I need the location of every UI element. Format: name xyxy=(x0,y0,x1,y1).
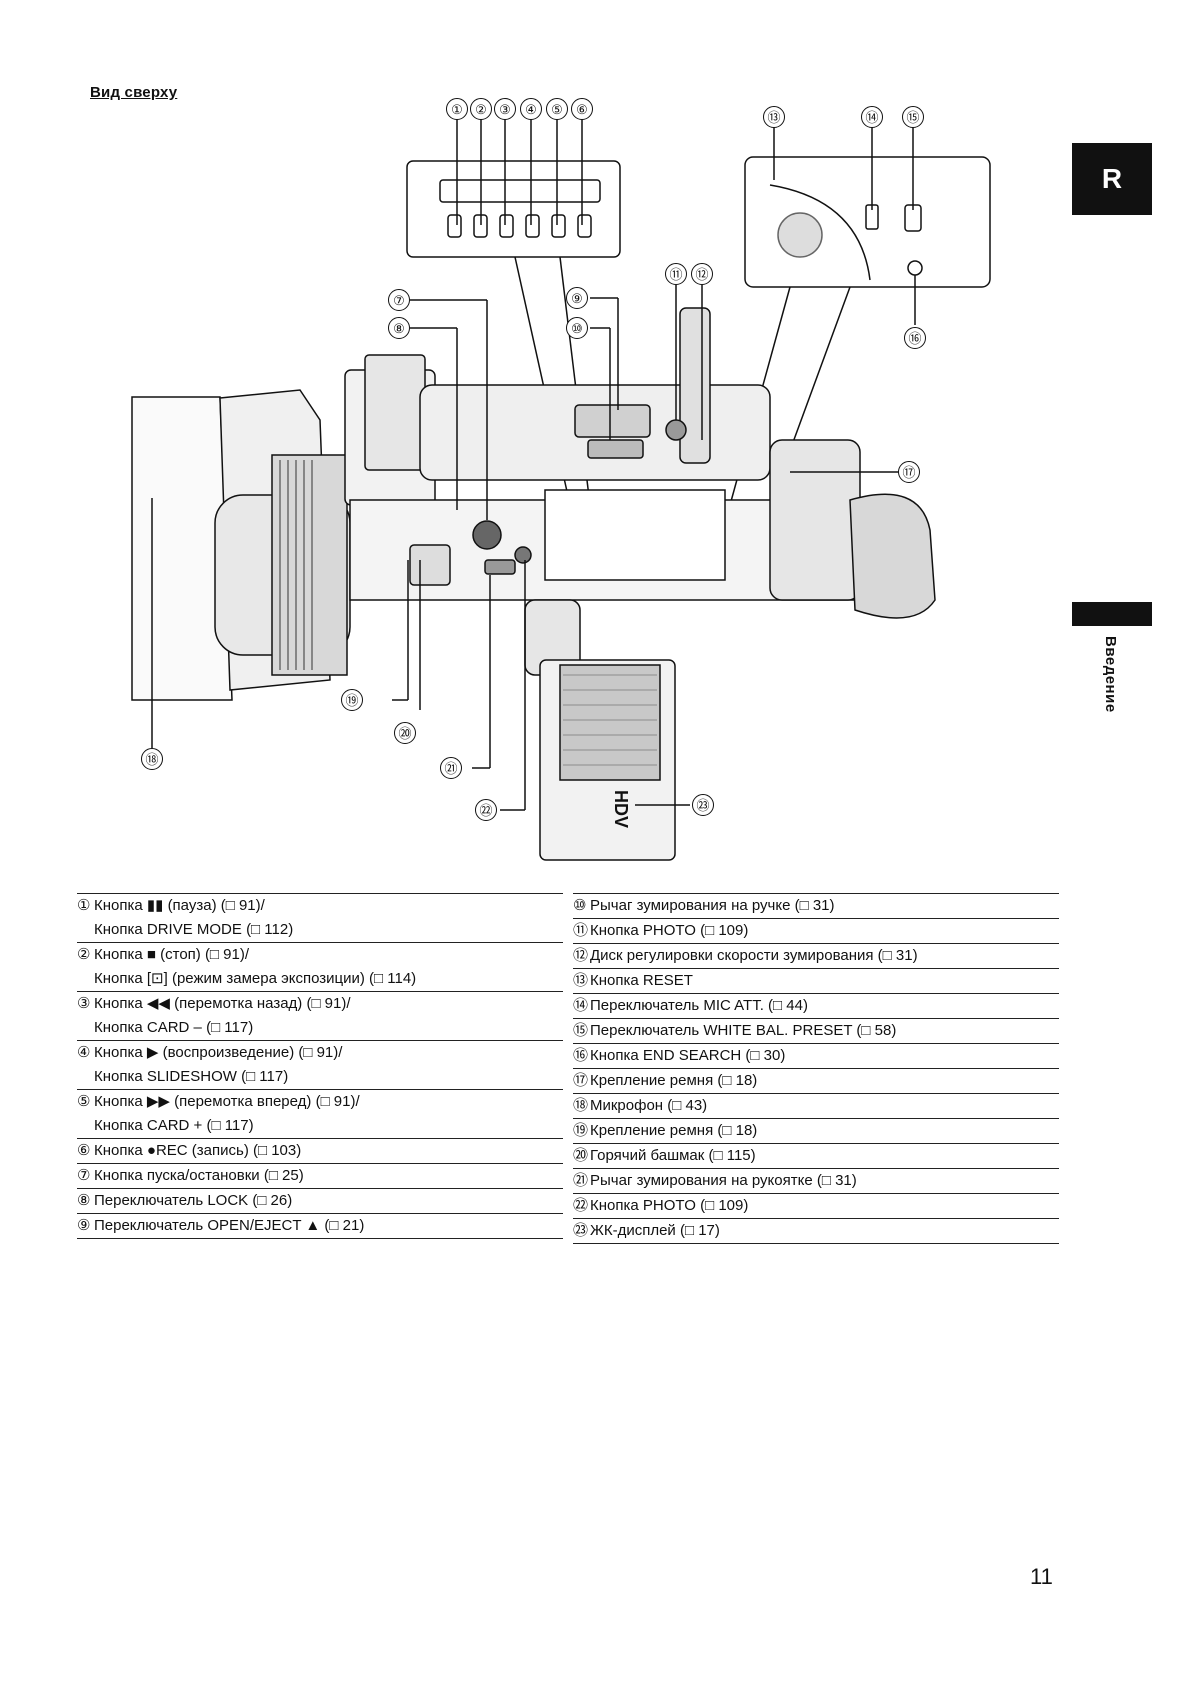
callout-6: ⑥ xyxy=(571,98,593,120)
section-tab-bar xyxy=(1072,602,1152,626)
callout-7: ⑦ xyxy=(388,289,410,311)
callout-20: ⑳ xyxy=(394,722,416,744)
callout-13: ⑬ xyxy=(763,106,785,128)
viewfinder xyxy=(849,493,936,619)
start-stop-button xyxy=(472,520,502,550)
callout-9: ⑨ xyxy=(566,287,588,309)
callout-2: ② xyxy=(470,98,492,120)
chapter-tab-r: R xyxy=(1072,143,1152,215)
lens-hood xyxy=(131,396,233,701)
section-heading: Вид сверху xyxy=(90,84,178,101)
callout-22: ㉒ xyxy=(475,799,497,821)
callout-21: ㉑ xyxy=(440,757,462,779)
callout-14: ⑭ xyxy=(861,106,883,128)
camcorder-top-view-diagram: HDV ① ② ③ ④ ⑤ ⑥ ⑦ ⑧ ⑨ ⑩ ⑪ ⑫ ⑬ ⑭ ⑮ ⑯ ⑰ ⑱ … xyxy=(131,98,991,861)
callout-5: ⑤ xyxy=(546,98,568,120)
callout-11: ⑪ xyxy=(665,263,687,285)
hdv-logo-text: HDV xyxy=(611,790,631,828)
callout-18: ⑱ xyxy=(141,748,163,770)
callout-23: ㉓ xyxy=(692,794,714,816)
callout-16: ⑯ xyxy=(904,327,926,349)
callout-1: ① xyxy=(446,98,468,120)
section-tab-label: Введение xyxy=(1102,636,1119,713)
camcorder-illustration: HDV xyxy=(131,118,991,861)
side-panel-inset xyxy=(744,156,991,288)
callout-4: ④ xyxy=(520,98,542,120)
callout-3: ③ xyxy=(494,98,516,120)
page-number: 11 xyxy=(1030,1564,1053,1589)
callout-17: ⑰ xyxy=(898,461,920,483)
callout-12: ⑫ xyxy=(691,263,713,285)
callout-19: ⑲ xyxy=(341,689,363,711)
callout-8: ⑧ xyxy=(388,317,410,339)
callout-15: ⑮ xyxy=(902,106,924,128)
callout-10: ⑩ xyxy=(566,317,588,339)
inset-buttons xyxy=(447,214,592,238)
button-panel-inset xyxy=(406,160,621,258)
